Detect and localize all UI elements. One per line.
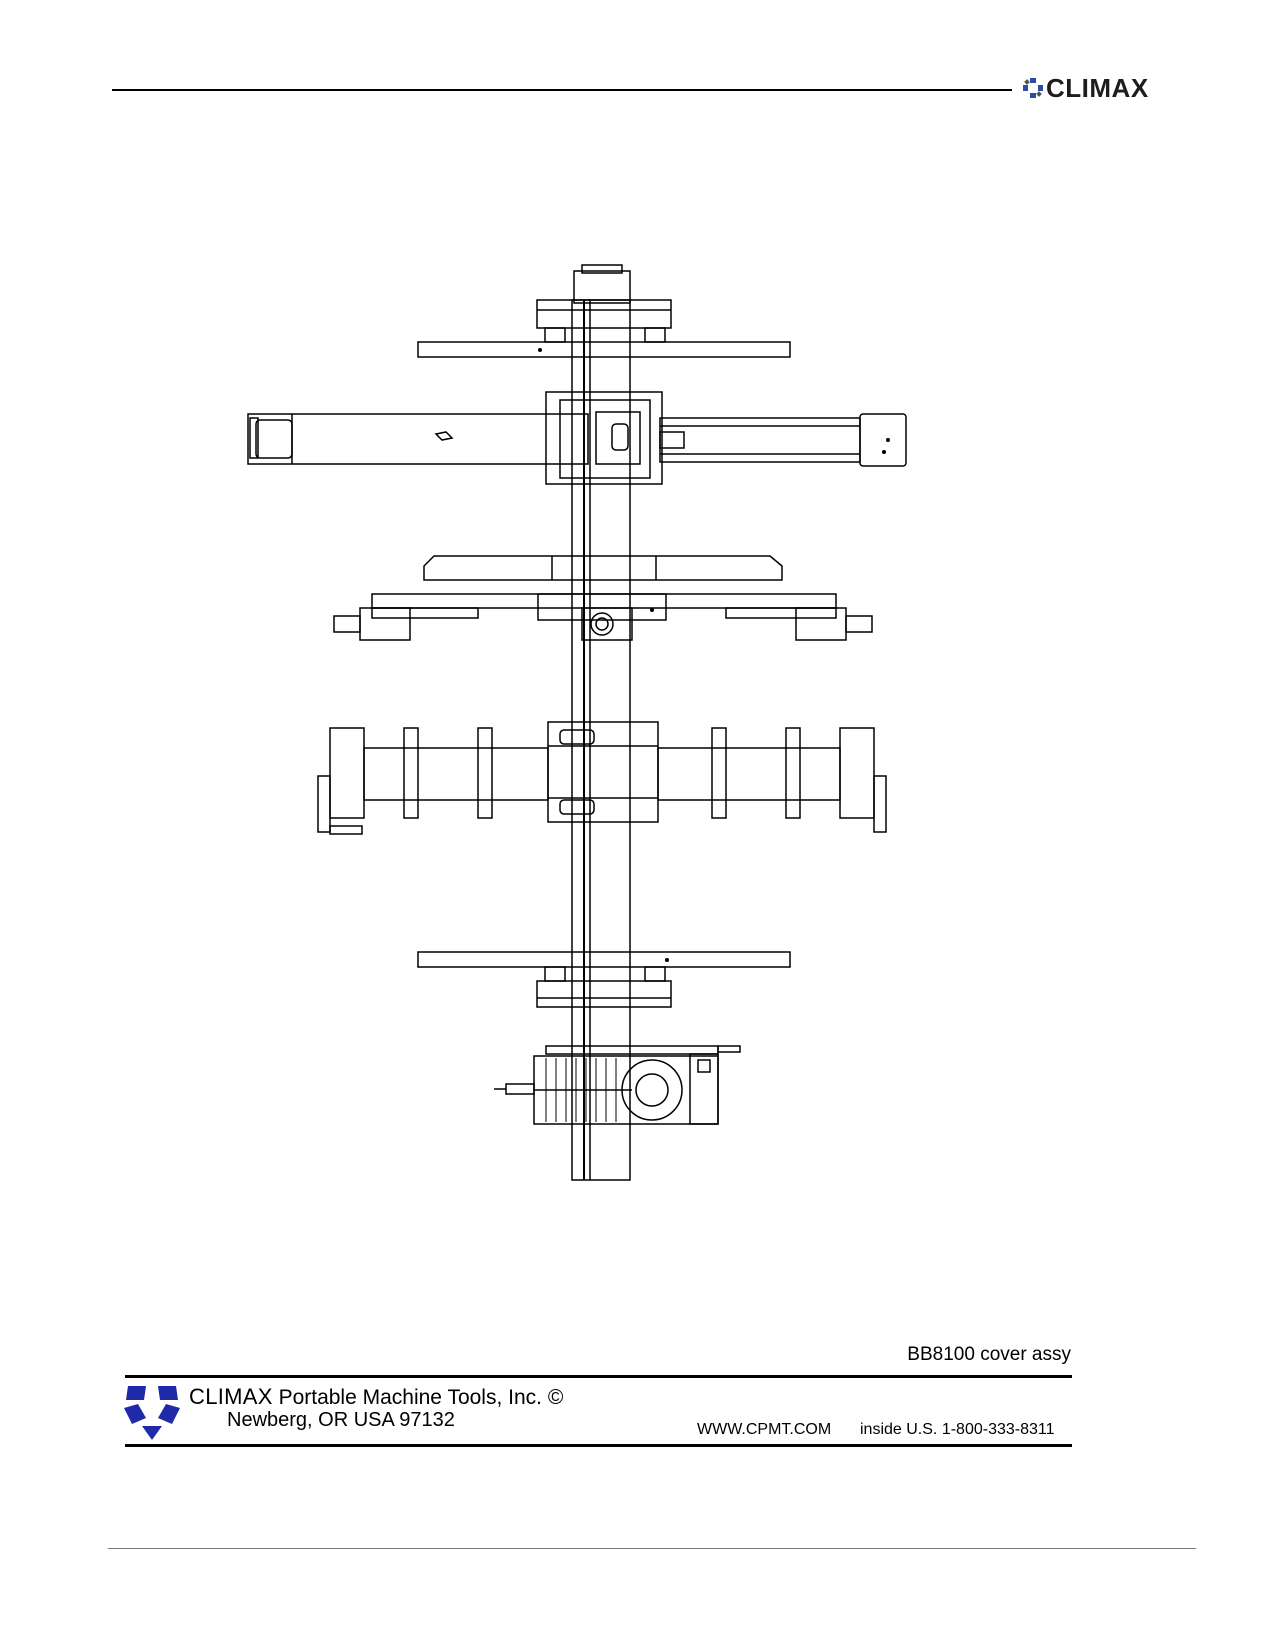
footer-rule <box>108 1548 1196 1549</box>
left-arm <box>247 413 589 465</box>
upper-plate <box>417 341 791 358</box>
left-gearbox <box>359 607 411 641</box>
header-brand-text: CLIMAX <box>1046 73 1149 103</box>
drawing-caption: BB8100 cover assy <box>907 1344 1071 1365</box>
title-block-bottom-rule <box>125 1444 1072 1447</box>
drive-gear <box>621 1059 683 1121</box>
company-name-rest: Portable Machine Tools, Inc. © <box>278 1386 564 1409</box>
upper-carriage <box>545 391 663 485</box>
left-end-cap <box>329 727 365 819</box>
header-brand: CLIMAX <box>1022 73 1192 103</box>
company-website: WWW.CPMT.COM <box>697 1421 832 1438</box>
company-name: CLIMAX Portable Machine Tools, Inc. © <box>189 1384 563 1410</box>
lower-carriage <box>547 721 659 823</box>
climax-star-logo-icon <box>124 1386 180 1440</box>
bottom-flange <box>536 980 672 1008</box>
right-arm <box>659 417 861 463</box>
company-phone: inside U.S. 1-800-333-8311 <box>860 1421 1055 1438</box>
middle-support <box>423 555 783 581</box>
top-cap <box>573 270 631 304</box>
company-address: Newberg, OR USA 97132 <box>227 1409 455 1431</box>
company-brand: CLIMAX <box>189 1384 273 1409</box>
right-end-cap <box>839 727 875 819</box>
title-block-top-rule <box>125 1375 1072 1378</box>
header-rule <box>112 89 1012 91</box>
right-gearbox <box>795 607 847 641</box>
central-shaft <box>571 299 631 1181</box>
lower-plate <box>417 951 791 968</box>
climax-gear-icon <box>1023 78 1043 98</box>
top-flange <box>536 299 672 329</box>
